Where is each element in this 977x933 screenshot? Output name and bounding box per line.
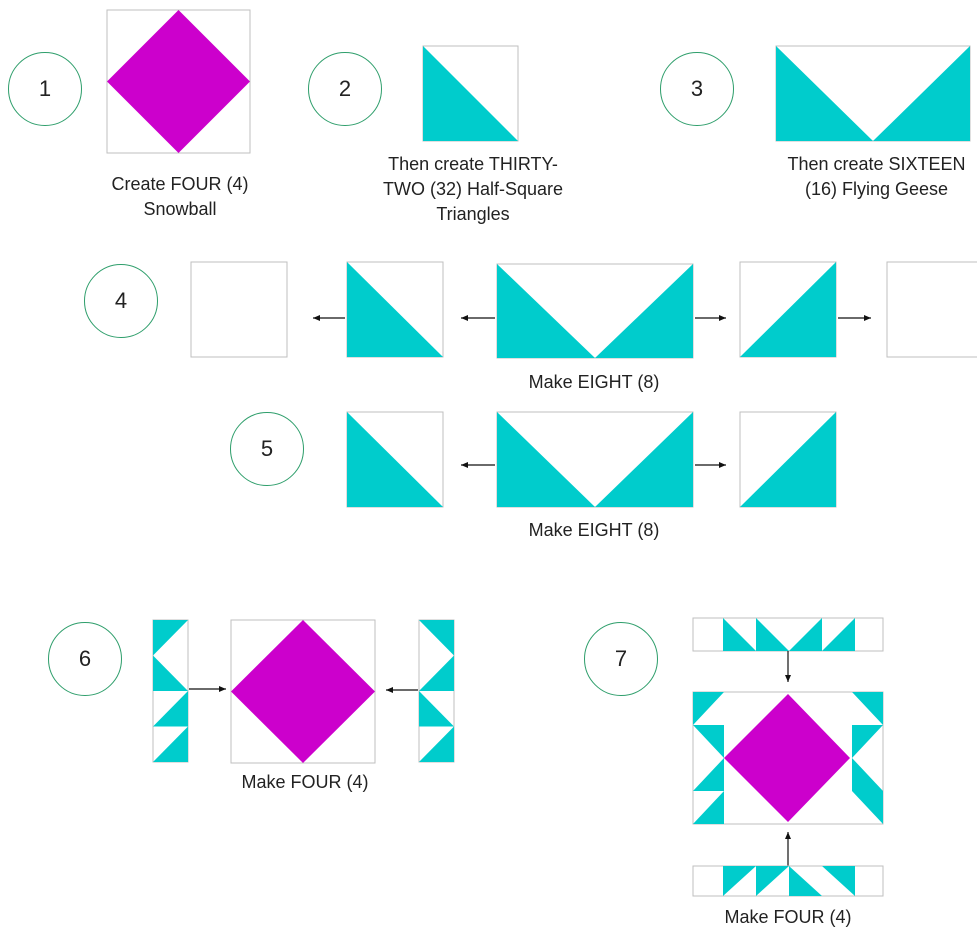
step-1-caption: Create FOUR (4) Snowball — [111, 174, 249, 219]
step-6-circle: 6 — [48, 622, 122, 696]
step-5-caption: Make EIGHT (8) — [528, 520, 660, 540]
step-6-number: 6 — [78, 646, 92, 671]
step-5-number: 5 — [260, 436, 274, 461]
step-3-caption: Then create SIXTEEN (16) Flying Geese — [787, 154, 966, 199]
step-3-number: 3 — [690, 76, 704, 101]
step-5-circle: 5 — [230, 412, 304, 486]
step-7-circle: 7 — [584, 622, 658, 696]
step-5-row — [346, 411, 837, 508]
step-1-circle: 1 — [8, 52, 82, 126]
step-1-snowball-block — [106, 9, 251, 154]
step-4-caption: Make EIGHT (8) — [528, 372, 660, 392]
step-4-number: 4 — [114, 288, 128, 313]
step-4-plain-square-left — [190, 261, 288, 358]
step-1-number: 1 — [38, 76, 52, 101]
step-7-assembly — [692, 617, 884, 897]
step-4-plain-square-right — [886, 261, 977, 358]
step-3-flying-geese-block — [775, 45, 971, 142]
step-6-assembly — [152, 619, 455, 764]
step-7-number: 7 — [614, 646, 628, 671]
step-3-circle: 3 — [660, 52, 734, 126]
step-2-number: 2 — [338, 76, 352, 101]
step-2-circle: 2 — [308, 52, 382, 126]
step-4-row — [190, 261, 977, 359]
step-4-circle: 4 — [84, 264, 158, 338]
step-2-hst-block — [422, 45, 519, 142]
step-7-caption: Make FOUR (4) — [724, 907, 852, 927]
step-6-caption: Make FOUR (4) — [241, 772, 369, 792]
step-2-caption: Then create THIRTY-TWO (32) Half-Square … — [382, 154, 564, 224]
